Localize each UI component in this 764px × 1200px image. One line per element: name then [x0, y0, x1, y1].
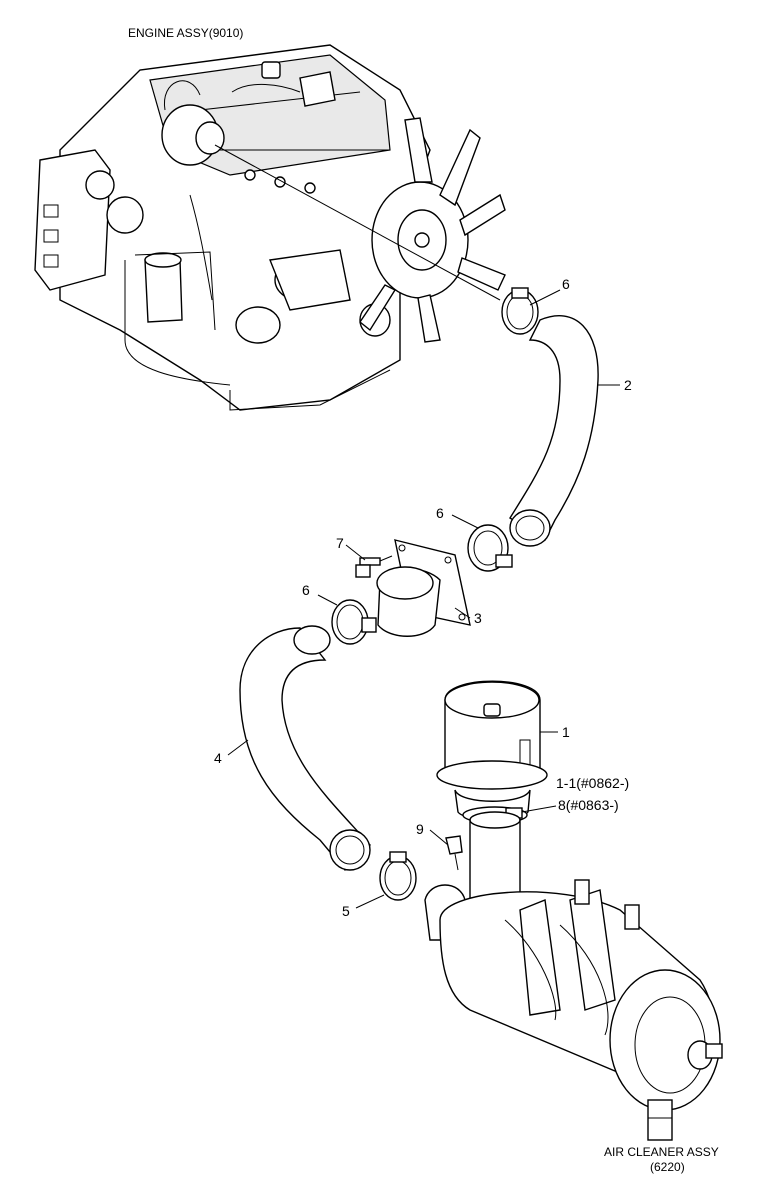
callout-9[interactable]: 9 — [416, 821, 424, 837]
callout-3[interactable]: 3 — [474, 610, 482, 626]
callout-7[interactable]: 7 — [336, 535, 344, 551]
engine-connection-leader — [214, 144, 501, 301]
hose-4[interactable] — [239, 625, 371, 872]
callout-6-upper[interactable]: 6 — [562, 276, 570, 292]
callout-5[interactable]: 5 — [342, 903, 350, 919]
precleaner-1[interactable] — [436, 680, 548, 824]
hose-2[interactable] — [509, 315, 599, 547]
callout-4[interactable]: 4 — [214, 750, 222, 766]
callout-6-middle[interactable]: 6 — [436, 505, 444, 521]
engine-assembly — [34, 44, 506, 411]
leader-lines — [227, 289, 620, 909]
callout-6-lower[interactable]: 6 — [302, 582, 310, 598]
callout-1[interactable]: 1 — [562, 724, 570, 740]
callout-1-1[interactable]: 1-1(#0862-) — [556, 775, 629, 791]
adapter-3[interactable] — [376, 539, 471, 637]
bolt-7[interactable] — [355, 555, 393, 578]
clamp-6-middle[interactable] — [467, 524, 513, 572]
bolt-9[interactable] — [445, 835, 463, 871]
clamp-5[interactable] — [379, 851, 417, 901]
air-cleaner-caption-line1: AIR CLEANER ASSY — [604, 1145, 719, 1159]
clamp-6-upper[interactable] — [501, 287, 539, 335]
callout-2[interactable]: 2 — [624, 377, 632, 393]
engine-assy-caption: ENGINE ASSY(9010) — [128, 26, 243, 40]
clamp-6-lower[interactable] — [331, 599, 377, 645]
air-cleaner-assembly — [424, 811, 723, 1141]
callout-8[interactable]: 8(#0863-) — [558, 797, 619, 813]
air-cleaner-caption-line2: (6220) — [650, 1160, 685, 1174]
